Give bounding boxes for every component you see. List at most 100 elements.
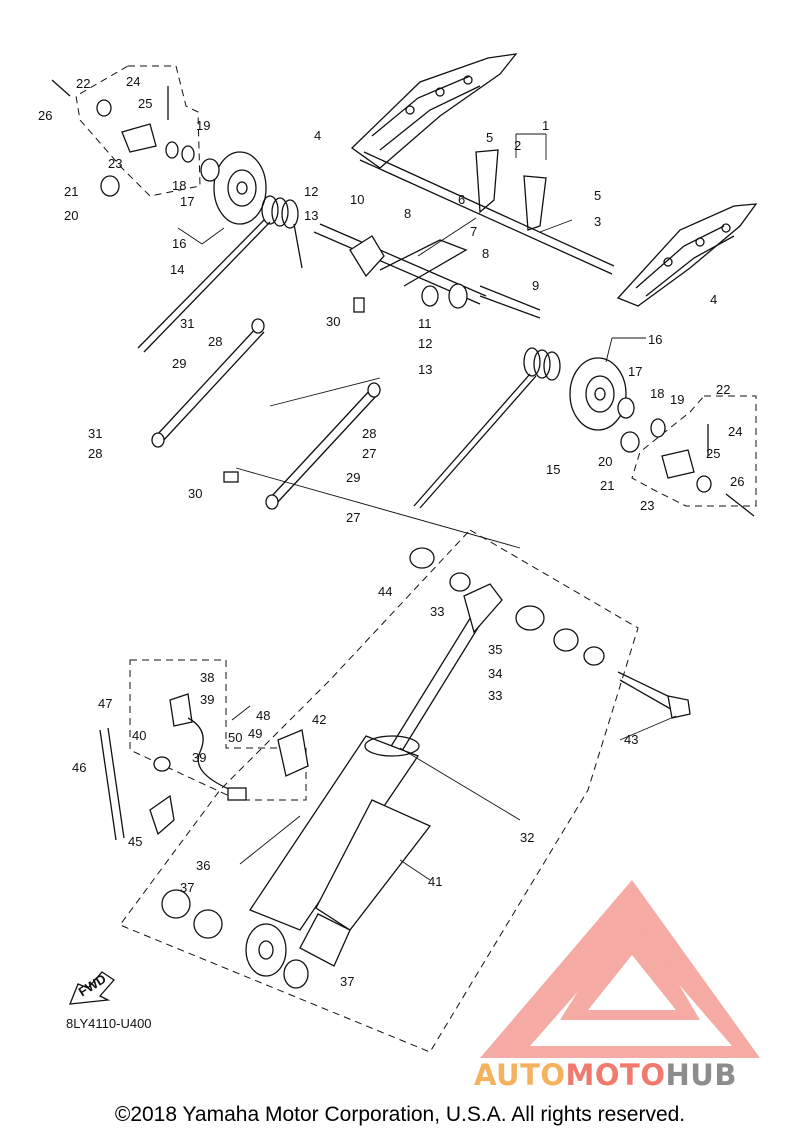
callout-24b: 24 [728,424,742,439]
callout-10: 10 [350,192,364,207]
callout-14: 14 [170,262,184,277]
callout-24a: 24 [126,74,140,89]
callout-17b: 17 [628,364,642,379]
callout-45: 45 [128,834,142,849]
callout-28b: 28 [88,446,102,461]
callout-labels: 1 2 3 4 4 5 5 6 7 8 8 9 10 11 12 12 13 1… [38,74,744,989]
callout-26b: 26 [730,474,744,489]
callout-36: 36 [196,858,210,873]
callout-6: 6 [458,192,465,207]
callout-23b: 23 [640,498,654,513]
sensor-group-outline [129,659,307,801]
callout-30a: 30 [326,314,340,329]
callout-16b: 16 [648,332,662,347]
callout-34: 34 [488,666,502,681]
callout-42: 42 [312,712,326,727]
left-bracket [51,79,169,197]
upper-rail [350,53,518,169]
callout-37b: 37 [340,974,354,989]
callout-38: 38 [200,670,214,685]
link-rods [151,297,381,510]
right-bracket [620,424,755,517]
callout-22b: 22 [716,382,730,397]
shaft [359,149,615,275]
callout-39b: 39 [192,750,206,765]
callout-21a: 21 [64,184,78,199]
callout-35: 35 [488,642,502,657]
callout-40: 40 [132,728,146,743]
callout-49: 49 [248,726,262,741]
callout-22a: 22 [76,76,90,91]
callout-48: 48 [256,708,270,723]
callout-13b: 13 [418,362,432,377]
callout-44: 44 [378,584,392,599]
callout-50: 50 [228,730,242,745]
callout-28c: 28 [362,426,376,441]
callout-13a: 13 [304,208,318,223]
callout-31a: 31 [180,316,194,331]
sensor-parts [99,693,309,841]
callout-29b: 29 [346,470,360,485]
callout-27b: 27 [346,510,360,525]
callout-12a: 12 [304,184,318,199]
callout-12b: 12 [418,336,432,351]
copyright-notice: ©2018 Yamaha Motor Corporation, U.S.A. A… [114,1103,686,1126]
callout-43: 43 [624,732,638,747]
pivot-arm [313,223,541,319]
callout-9: 9 [532,278,539,293]
callout-46: 46 [72,760,86,775]
callout-19a: 19 [196,118,210,133]
callout-5b: 5 [594,188,601,203]
callout-3: 3 [594,214,601,229]
callout-8b: 8 [482,246,489,261]
group-outlines [75,65,757,1053]
left-torsion-spring [137,195,303,353]
shock-hardware [161,547,691,989]
callout-39a: 39 [200,692,214,707]
right-wheel [569,357,666,438]
callout-18b: 18 [650,386,664,401]
automotohub-logo [480,880,760,1058]
callout-19b: 19 [670,392,684,407]
callout-5a: 5 [486,130,493,145]
callout-15: 15 [546,462,560,477]
lower-rail [616,203,758,307]
watermark-brand: AUTOMOTOHUB [474,1058,737,1092]
callout-17a: 17 [180,194,194,209]
shock-absorber [245,583,503,977]
callout-16a: 16 [172,236,186,251]
callout-20a: 20 [64,208,78,223]
callout-23a: 23 [108,156,122,171]
leader-lines [177,133,677,881]
callout-20b: 20 [598,454,612,469]
left-wheel [165,141,267,225]
callout-33b: 33 [488,688,502,703]
callout-41: 41 [428,874,442,889]
watermark-auto: AUTO [474,1058,566,1092]
callout-26a: 26 [38,108,52,123]
diagram-code: 8LY4110-U400 [66,1016,152,1031]
callout-7: 7 [470,224,477,239]
right-bracket-group-outline [631,395,757,507]
callout-21b: 21 [600,478,614,493]
callout-33a: 33 [430,604,444,619]
callout-11: 11 [418,316,432,331]
right-torsion-spring [413,347,561,509]
callout-18a: 18 [172,178,186,193]
fwd-arrow-icon: FWD [68,971,115,1005]
callout-31b: 31 [88,426,102,441]
callout-37a: 37 [180,880,194,895]
callout-27a: 27 [362,446,376,461]
callout-28a: 28 [208,334,222,349]
watermark-hub: HUB [665,1058,737,1092]
watermark-moto: MOTO [565,1058,666,1092]
callout-8a: 8 [404,206,411,221]
callout-4a: 4 [314,128,321,143]
callout-30b: 30 [188,486,202,501]
callout-29a: 29 [172,356,186,371]
callout-47: 47 [98,696,112,711]
callout-1: 1 [542,118,549,133]
callout-32: 32 [520,830,534,845]
callout-2: 2 [514,138,521,153]
